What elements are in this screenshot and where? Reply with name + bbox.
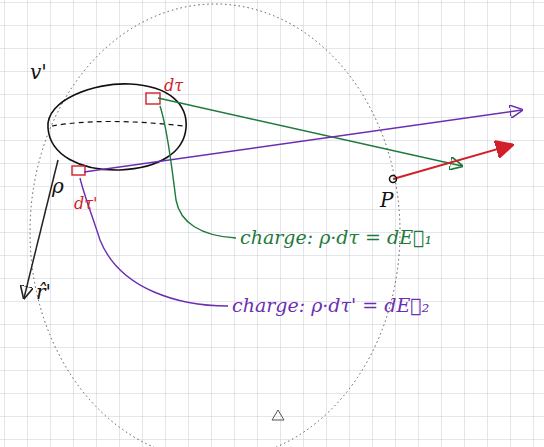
- unit-vector-label: r̂': [36, 282, 51, 302]
- resultant-field: [393, 145, 512, 179]
- volume-name: v': [30, 62, 47, 82]
- element-label: dτ: [164, 78, 183, 94]
- leader-line: [160, 106, 236, 238]
- volume-element: [72, 166, 85, 175]
- charge-annotation: charge: ρ·dτ' = dE⃗₂: [232, 296, 429, 315]
- point-label: P: [380, 190, 393, 210]
- field-point: [390, 176, 397, 183]
- leader-line: [80, 178, 228, 306]
- element-label: dτ': [74, 196, 98, 212]
- dotted-sphere: [30, 4, 400, 447]
- charge-annotation: charge: ρ·dτ = dE⃗₁: [240, 228, 432, 247]
- field-line: [84, 110, 522, 172]
- mark: [272, 410, 284, 420]
- density-symbol: ρ: [52, 176, 64, 196]
